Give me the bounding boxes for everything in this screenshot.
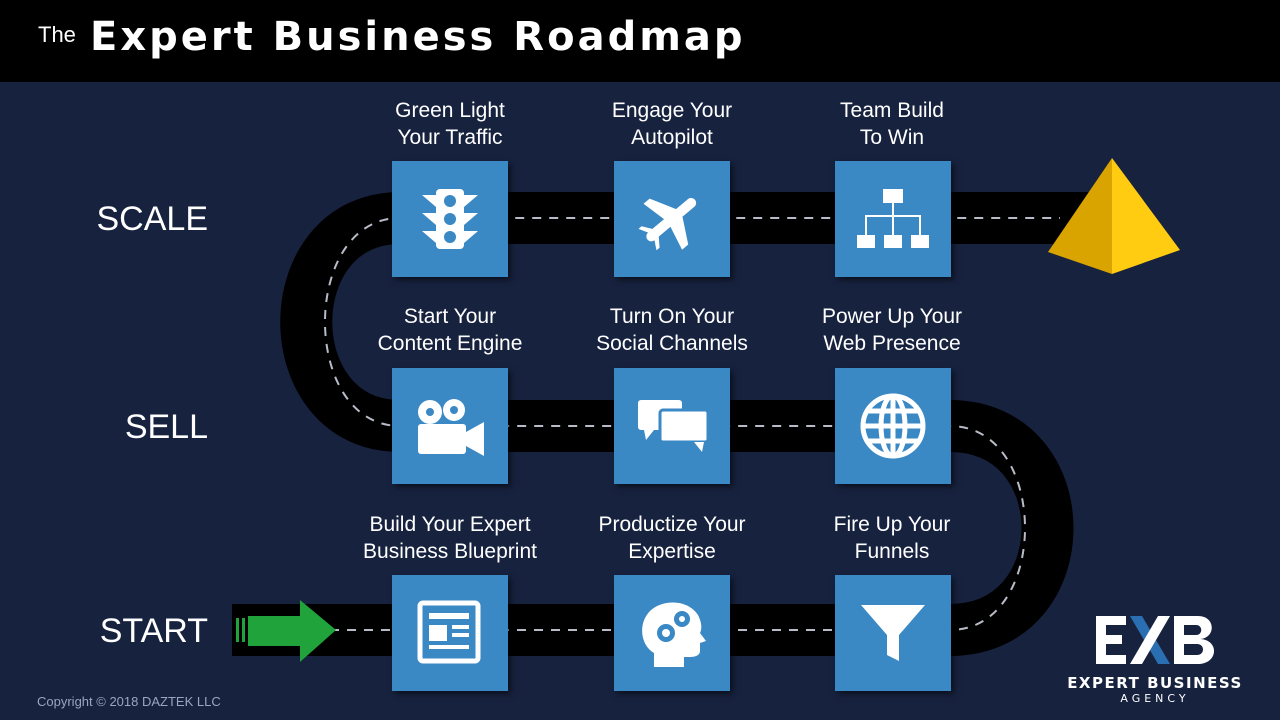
video-camera-icon: [418, 399, 484, 456]
step-label-social: Turn On Your Social Channels: [562, 303, 782, 357]
step-label-line: Fire Up Your: [833, 513, 951, 536]
step-label-line: To Win: [859, 126, 925, 149]
step-label-line: Social Channels: [596, 332, 748, 355]
step-label-line: Build Your Expert: [369, 513, 531, 536]
stage-sell: SELL: [124, 408, 208, 446]
step-label-line: Power Up Your: [821, 305, 963, 328]
globe-icon: [860, 393, 926, 459]
step-label-autopilot: Engage Your Autopilot: [562, 97, 782, 151]
step-tile-autopilot[interactable]: [614, 161, 730, 277]
stage-scale: SCALE: [96, 200, 209, 238]
step-label-line: Team Build: [840, 99, 944, 122]
step-label-traffic: Green Light Your Traffic: [340, 97, 560, 151]
document-icon: [417, 600, 481, 664]
step-tile-funnels[interactable]: [835, 575, 951, 691]
step-label-productize: Productize Your Expertise: [562, 511, 782, 565]
step-label-line: Business Blueprint: [363, 540, 537, 563]
logo-subtext: AGENCY: [1120, 692, 1190, 705]
traffic-light-icon: [422, 189, 478, 249]
step-label-line: Green Light: [395, 99, 505, 122]
agency-logo: EXPERT BUSINESS AGENCY: [1060, 608, 1250, 708]
step-label-line: Your Traffic: [397, 126, 503, 149]
step-label-web: Power Up Your Web Presence: [782, 303, 1002, 357]
step-label-content: Start Your Content Engine: [340, 303, 560, 357]
step-label-funnels: Fire Up Your Funnels: [782, 511, 1002, 565]
exb-logo-icon: [1096, 616, 1215, 664]
step-label-line: Engage Your: [611, 99, 733, 122]
step-tile-web[interactable]: [835, 368, 951, 484]
title-bar: The Expert Business Roadmap: [0, 0, 1280, 82]
stage-start: START: [99, 612, 208, 650]
copyright: Copyright © 2018 DAZTEK LLC: [37, 694, 221, 709]
head-gears-icon: [642, 602, 706, 667]
step-tile-social[interactable]: [614, 368, 730, 484]
logo-text: EXPERT BUSINESS: [1067, 674, 1243, 692]
airplane-icon: [638, 197, 697, 251]
step-label-line: Turn On Your: [609, 305, 735, 328]
start-line-icon: [236, 618, 245, 642]
step-label-line: Web Presence: [823, 332, 961, 355]
step-tile-blueprint[interactable]: [392, 575, 508, 691]
step-tile-productize[interactable]: [614, 575, 730, 691]
step-tile-content[interactable]: [392, 368, 508, 484]
step-label-line: Funnels: [854, 540, 930, 563]
pyramid-icon: [1048, 158, 1180, 274]
org-chart-icon: [857, 189, 929, 248]
step-label-line: Expertise: [628, 540, 716, 563]
step-label-line: Content Engine: [377, 332, 523, 355]
step-label-line: Productize Your: [598, 513, 746, 536]
start-arrow-icon: [248, 600, 336, 662]
step-label-team: Team Build To Win: [782, 97, 1002, 151]
page-title: Expert Business Roadmap: [90, 14, 746, 60]
funnel-icon: [861, 605, 925, 661]
step-label-blueprint: Build Your Expert Business Blueprint: [340, 511, 560, 565]
step-tile-traffic[interactable]: [392, 161, 508, 277]
step-label-line: Start Your: [403, 305, 497, 328]
step-tile-team[interactable]: [835, 161, 951, 277]
title-prefix: The: [38, 22, 76, 47]
step-label-line: Autopilot: [631, 126, 713, 149]
chat-bubbles-icon: [638, 400, 710, 452]
